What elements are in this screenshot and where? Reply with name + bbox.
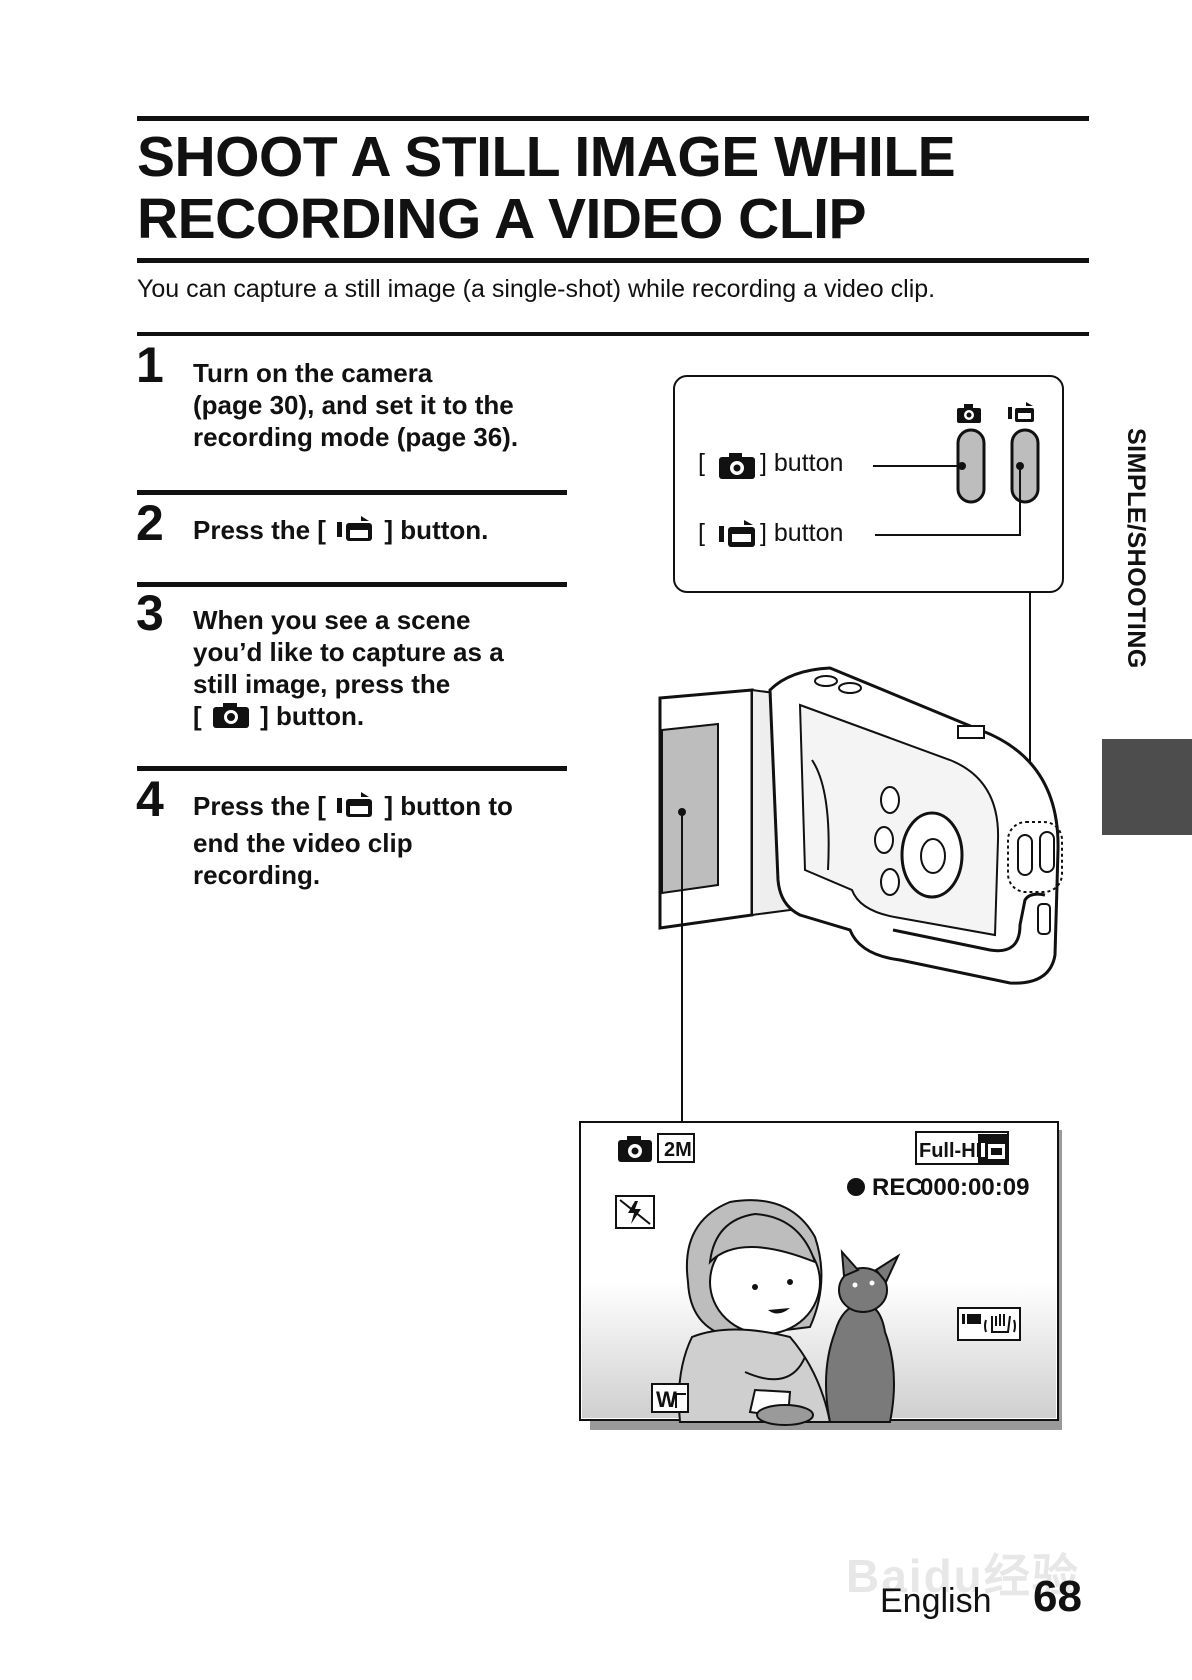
- step-1-text: Turn on the camera (page 30), and set it…: [193, 357, 573, 453]
- zoom-box: [651, 1383, 689, 1413]
- step-4-text: Press the [ ] button to end the video cl…: [193, 790, 573, 891]
- step-3-last-prefix: [: [193, 701, 202, 731]
- video-camera-icon: [978, 1134, 1008, 1164]
- title-underline: [137, 258, 1089, 263]
- video-camera-icon: [1008, 402, 1034, 422]
- video-camera-icon: [719, 520, 755, 547]
- watermark: Baidu经验: [846, 1550, 1080, 1602]
- video-camera-icon: [335, 514, 375, 551]
- video-button-shape: [1010, 428, 1040, 504]
- step-4-line-3: recording.: [193, 860, 321, 890]
- record-dot: [847, 1178, 865, 1196]
- step-1-line-2: (page 30), and set it to the: [193, 390, 514, 420]
- title-line-2: RECORDING A VIDEO CLIP: [137, 187, 867, 251]
- girl-illustration: [677, 1199, 832, 1426]
- resolution-label: 2M: [664, 1139, 692, 1161]
- resolution-box: [657, 1133, 695, 1163]
- button-diagram: [719, 402, 1040, 547]
- footer-language: English: [880, 1582, 992, 1620]
- step-1-line-1: Turn on the camera: [193, 358, 433, 388]
- video-button-label: ] button: [760, 519, 844, 547]
- quality-label: Full-HD: [919, 1140, 990, 1162]
- step-3-line-1: When you see a scene: [193, 605, 471, 635]
- title-line-1: SHOOT A STILL IMAGE WHILE: [137, 125, 956, 189]
- photo-camera-icon: [957, 404, 981, 423]
- cat-illustration: [825, 1249, 901, 1423]
- step-2-suffix: ] button.: [384, 515, 489, 545]
- top-rule: [137, 116, 1089, 121]
- timecode: 000:00:09: [920, 1174, 1029, 1201]
- photo-button-open: [: [698, 449, 705, 477]
- rec-label: REC: [872, 1174, 923, 1201]
- step-2-rule: [137, 490, 567, 495]
- intro-underline: [137, 332, 1089, 336]
- zoom-label: W: [656, 1387, 677, 1412]
- section-tab-label: SIMPLE/SHOOTING: [1122, 428, 1150, 669]
- photo-button-label: ] button: [760, 449, 844, 477]
- page-number: 68: [1033, 1572, 1082, 1621]
- section-tab: [1102, 739, 1192, 835]
- stabilizer-icon: [957, 1307, 1021, 1341]
- step-1-line-3: recording mode (page 36).: [193, 422, 519, 452]
- step-2-prefix: Press the [: [193, 515, 326, 545]
- photo-camera-icon: [618, 1136, 652, 1162]
- step-3-line-3: still image, press the: [193, 669, 451, 699]
- step-3-text: When you see a scene you’d like to captu…: [193, 604, 573, 737]
- intro-text: You can capture a still image (a single-…: [137, 275, 936, 303]
- step-3-last-suffix: ] button.: [260, 701, 365, 731]
- photo-camera-icon: [211, 700, 251, 737]
- step-4-number: 4: [136, 771, 164, 827]
- button-callout-panel: [ ] button [ ] button: [673, 375, 1064, 593]
- step-4-prefix: Press the [: [193, 791, 326, 821]
- step-4-line-2: end the video clip: [193, 828, 413, 858]
- step-2-text: Press the [ ] button.: [193, 514, 573, 551]
- page-title: SHOOT A STILL IMAGE WHILE RECORDING A VI…: [137, 126, 1087, 250]
- step-3-line-2: you’d like to capture as a: [193, 637, 504, 667]
- step-2-number: 2: [136, 495, 164, 551]
- step-4-suffix: ] button to: [384, 791, 513, 821]
- step-3-rule: [137, 582, 567, 587]
- photo-camera-icon: [719, 453, 755, 479]
- lcd-screen-view: 2M Full-HD REC 000:00:09 W: [579, 1121, 1062, 1430]
- video-button-open: [: [698, 519, 705, 547]
- video-camera-icon: [335, 790, 375, 827]
- flash-off-icon: [615, 1195, 655, 1229]
- step-4-rule: [137, 766, 567, 771]
- step-1-number: 1: [136, 337, 164, 393]
- step-3-number: 3: [136, 585, 164, 641]
